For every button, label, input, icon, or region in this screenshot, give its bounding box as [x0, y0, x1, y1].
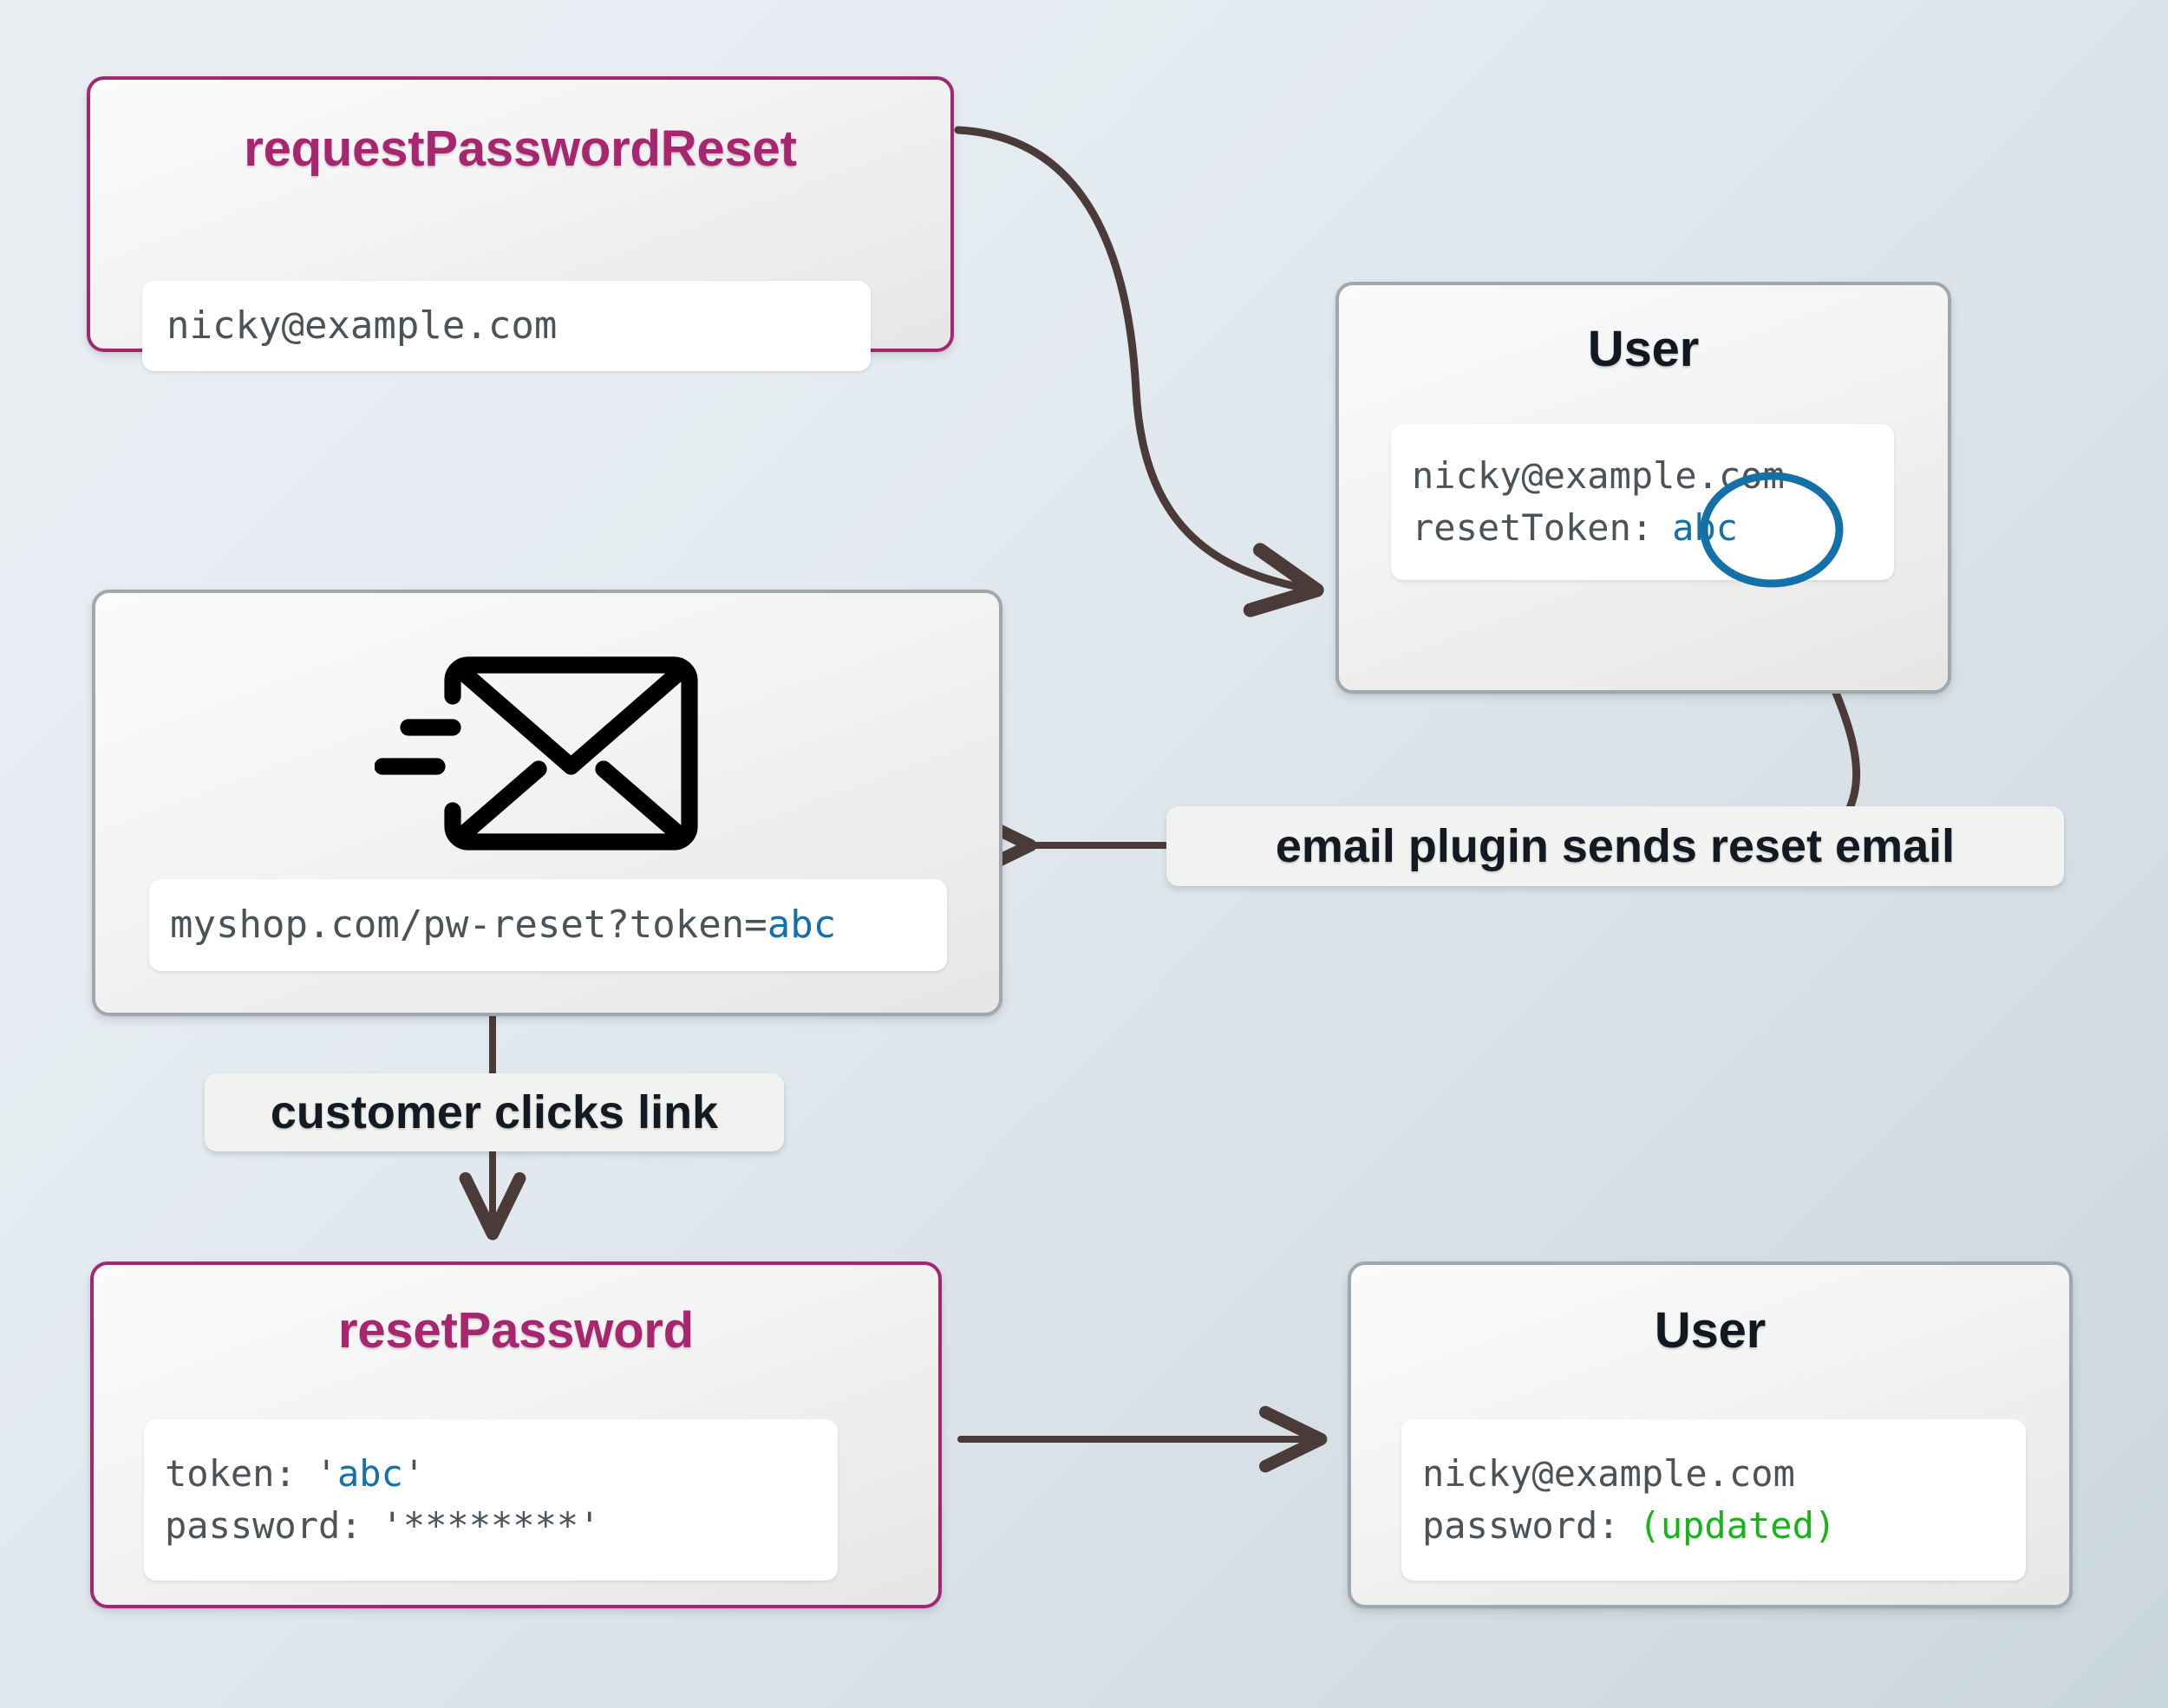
panel-user-top-fields: nicky@example.com resetToken: abc	[1391, 424, 1894, 580]
reset-password-row: password: '********'	[165, 1500, 817, 1552]
panel-user-bottom-fields: nicky@example.com password: (updated)	[1401, 1419, 2026, 1581]
email-link-row: myshop.com/pw-reset?token=abc	[170, 898, 926, 952]
node-title-request-password-reset: requestPasswordReset	[244, 121, 797, 177]
reset-password-value: '********'	[381, 1504, 601, 1547]
edge-label-customer-clicks-link: customer clicks link	[205, 1073, 784, 1151]
email-link-prefix: myshop.com/pw-reset?token=	[170, 902, 767, 947]
user-bottom-email: nicky@example.com	[1422, 1452, 1795, 1496]
node-user-top[interactable]: User nicky@example.com resetToken: abc	[1335, 282, 1951, 694]
request-email-value: nicky@example.com	[167, 303, 558, 348]
node-user-bottom[interactable]: User nicky@example.com password: (updated…	[1348, 1261, 2073, 1608]
reset-token-label: token:	[165, 1452, 297, 1496]
reset-password-label: password:	[165, 1504, 362, 1547]
reset-token-value: abc	[337, 1452, 403, 1496]
reset-token-quote-open: '	[315, 1452, 338, 1496]
user-top-token-row: resetToken: abc	[1412, 502, 1873, 554]
user-bottom-password-value: (updated)	[1638, 1504, 1837, 1547]
node-request-password-reset[interactable]: requestPasswordReset nicky@example.com	[87, 76, 954, 371]
node-title-user-top: User	[1587, 321, 1700, 377]
reset-token-quote-close: '	[402, 1452, 426, 1496]
panel-request-email: nicky@example.com	[142, 281, 871, 371]
user-bottom-password-label: password:	[1422, 1504, 1620, 1547]
user-top-token-value: abc	[1672, 506, 1739, 549]
reset-token-row: token: 'abc'	[165, 1448, 817, 1500]
envelope-send-icon	[375, 656, 698, 851]
user-top-token-label: resetToken:	[1412, 506, 1654, 549]
user-top-email: nicky@example.com	[1412, 454, 1785, 498]
node-reset-password[interactable]: resetPassword token: 'abc' password: '****…	[90, 1261, 942, 1608]
email-link-token: abc	[767, 902, 837, 947]
node-title-user-bottom: User	[1654, 1302, 1766, 1359]
panel-reset-password-fields: token: 'abc' password: '********'	[144, 1419, 838, 1581]
node-title-reset-password: resetPassword	[337, 1302, 695, 1359]
node-email-message[interactable]: myshop.com/pw-reset?token=abc	[92, 590, 1002, 1016]
panel-email-link: myshop.com/pw-reset?token=abc	[149, 879, 947, 971]
edge-request-to-user	[954, 126, 1324, 617]
user-bottom-password-row: password: (updated)	[1422, 1500, 2005, 1552]
edge-label-plugin-sends-email: email plugin sends reset email	[1166, 806, 2064, 886]
